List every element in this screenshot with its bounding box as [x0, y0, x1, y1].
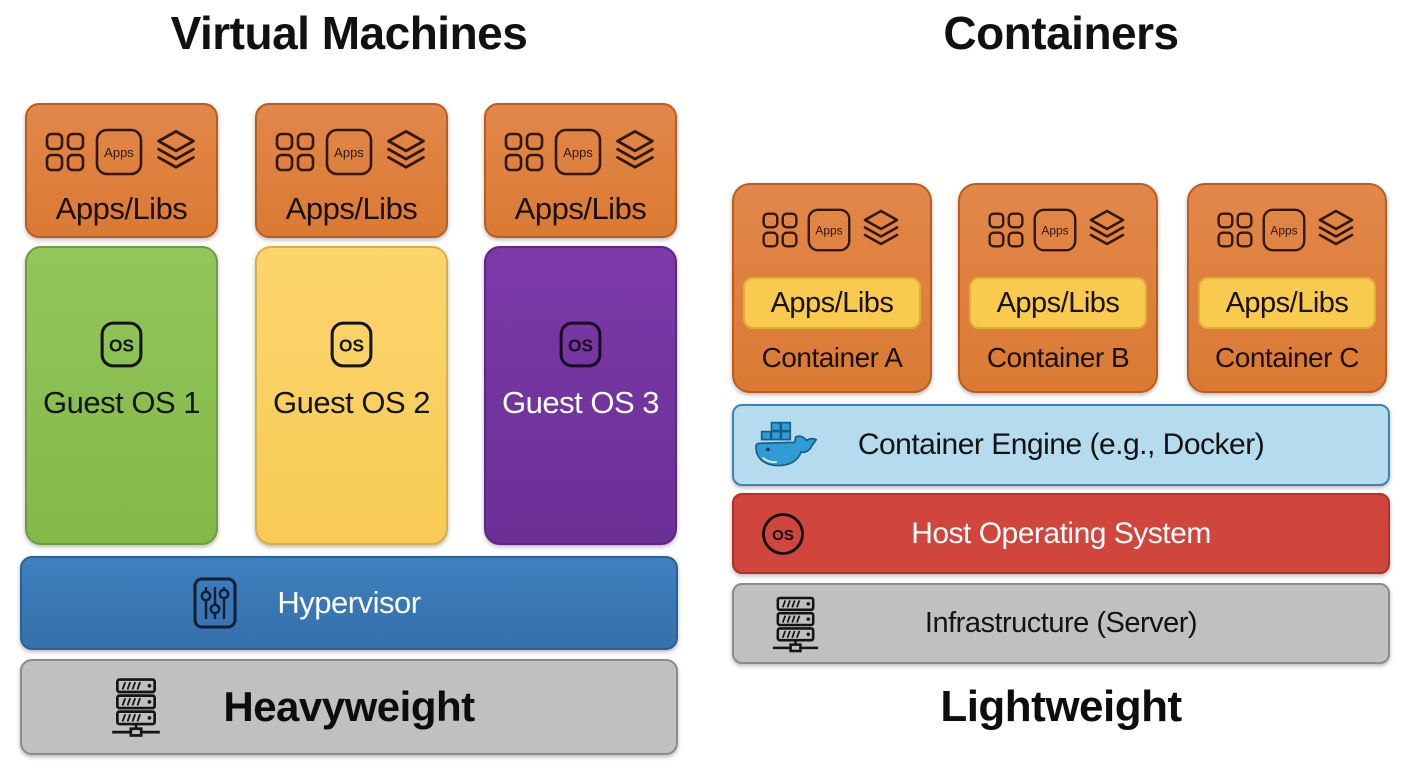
container-name: Container B — [986, 342, 1130, 373]
apps-libs-pill: Apps/Libs — [743, 277, 921, 329]
guest-os-label: Guest OS 3 — [502, 385, 659, 420]
host-os-bar: OS Host Operating System — [732, 493, 1390, 574]
infrastructure-bar: Infrastructure (Server) — [732, 583, 1390, 664]
guest-os-label: Guest OS 2 — [273, 385, 430, 420]
apps-libs-label: Apps/Libs — [514, 191, 647, 226]
server-icon — [768, 595, 823, 652]
apps-badge-icon: Apps — [1033, 208, 1077, 252]
svg-text:Apps: Apps — [815, 224, 842, 238]
svg-text:OS: OS — [109, 336, 134, 356]
app-grid-icon — [760, 210, 800, 250]
hypervisor-bar: Hypervisor — [20, 556, 678, 650]
guest-os-box-2: OS Guest OS 2 — [255, 246, 448, 545]
layers-icon — [381, 127, 431, 177]
app-grid-icon — [43, 130, 87, 174]
host-os-label: Host Operating System — [911, 516, 1211, 550]
svg-text:Apps: Apps — [563, 145, 593, 160]
vm-apps-box-2: Apps Apps/Libs — [255, 103, 448, 238]
svg-text:OS: OS — [772, 527, 794, 544]
app-grid-icon — [502, 130, 546, 174]
os-square-icon: OS — [100, 321, 143, 368]
layers-icon — [858, 207, 904, 253]
container-engine-label: Container Engine (e.g., Docker) — [857, 428, 1265, 461]
guest-os-box-1: OS Guest OS 1 — [25, 246, 218, 545]
apps-icon-cluster: Apps — [502, 125, 660, 179]
app-grid-icon — [986, 210, 1026, 250]
os-square-icon: OS — [559, 321, 602, 368]
apps-badge-icon: Apps — [95, 128, 142, 176]
vm-section: Virtual Machines Apps Apps/Libs Apps — [20, 0, 678, 768]
apps-icon-cluster: Apps — [43, 125, 201, 179]
heavyweight-bar: Heavyweight — [20, 659, 678, 755]
lightweight-label: Lightweight — [940, 682, 1182, 731]
layers-icon — [1084, 207, 1130, 253]
apps-libs-label: Apps/Libs — [55, 191, 188, 226]
apps-badge-icon: Apps — [807, 208, 851, 252]
server-icon — [107, 677, 165, 737]
vm-apps-box-3: Apps Apps/Libs — [484, 103, 677, 238]
svg-text:Apps: Apps — [104, 145, 134, 160]
layers-icon — [1313, 207, 1359, 253]
os-circle-icon: OS — [762, 512, 804, 555]
apps-libs-label: Apps/Libs — [285, 191, 418, 226]
svg-text:Apps: Apps — [334, 145, 364, 160]
app-grid-icon — [1215, 210, 1255, 250]
layers-icon — [151, 127, 201, 177]
docker-whale-icon — [750, 419, 818, 471]
container-box-c: Apps Apps/Libs Container C — [1187, 183, 1387, 393]
sliders-icon — [192, 576, 238, 630]
containers-section: Containers Apps Apps/Libs Container A Ap… — [732, 0, 1390, 768]
apps-icon-cluster: Apps — [760, 207, 904, 253]
apps-libs-pill: Apps/Libs — [1198, 277, 1376, 329]
apps-icon-cluster: Apps — [273, 125, 431, 179]
container-engine-bar: Container Engine (e.g., Docker) — [732, 404, 1390, 486]
apps-badge-icon: Apps — [554, 128, 601, 176]
svg-text:OS: OS — [339, 336, 364, 356]
guest-os-label: Guest OS 1 — [43, 385, 200, 420]
container-name: Container C — [1215, 342, 1359, 373]
containers-title: Containers — [943, 7, 1179, 59]
apps-icon-cluster: Apps — [1215, 207, 1359, 253]
svg-text:Apps: Apps — [1270, 224, 1297, 238]
apps-badge-icon: Apps — [325, 128, 372, 176]
container-name: Container A — [761, 342, 903, 373]
os-square-icon: OS — [330, 321, 373, 368]
apps-libs-pill: Apps/Libs — [969, 277, 1147, 329]
container-box-a: Apps Apps/Libs Container A — [732, 183, 932, 393]
apps-icon-cluster: Apps — [986, 207, 1130, 253]
layers-icon — [610, 127, 660, 177]
container-box-b: Apps Apps/Libs Container B — [958, 183, 1158, 393]
vm-title: Virtual Machines — [170, 7, 528, 59]
apps-badge-icon: Apps — [1262, 208, 1306, 252]
vm-apps-box-1: Apps Apps/Libs — [25, 103, 218, 238]
guest-os-box-3: OS Guest OS 3 — [484, 246, 677, 545]
app-grid-icon — [273, 130, 317, 174]
heavyweight-label: Heavyweight — [223, 683, 475, 730]
svg-text:OS: OS — [568, 336, 593, 356]
infrastructure-label: Infrastructure (Server) — [924, 607, 1198, 639]
svg-text:Apps: Apps — [1041, 224, 1068, 238]
hypervisor-label: Hypervisor — [277, 585, 421, 620]
